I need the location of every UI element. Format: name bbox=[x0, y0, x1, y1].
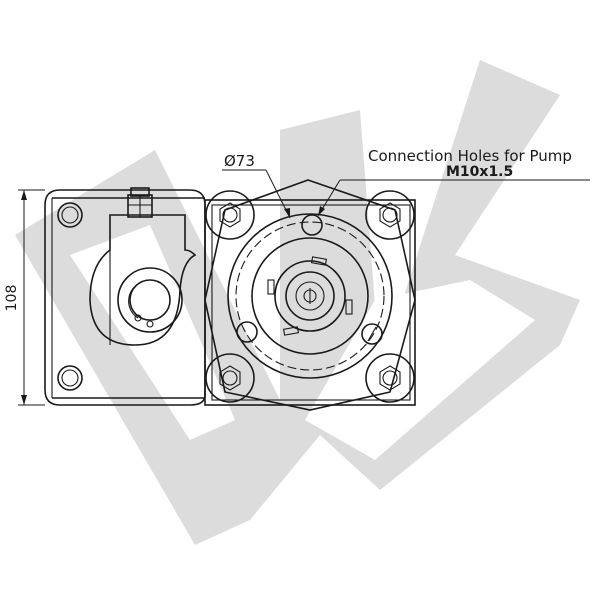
diameter-label: Ø73 bbox=[224, 152, 255, 170]
callout-title: Connection Holes for Pump bbox=[368, 147, 572, 165]
callout-leader bbox=[317, 179, 590, 217]
flange-plate bbox=[204, 179, 416, 411]
callout-thread: M10x1.5 bbox=[446, 164, 513, 180]
diameter-leader bbox=[222, 169, 291, 219]
height-dimension-label: 108 bbox=[4, 285, 20, 312]
shaft-boss bbox=[89, 187, 197, 346]
pump-body bbox=[227, 213, 393, 379]
height-dimension bbox=[18, 189, 45, 406]
